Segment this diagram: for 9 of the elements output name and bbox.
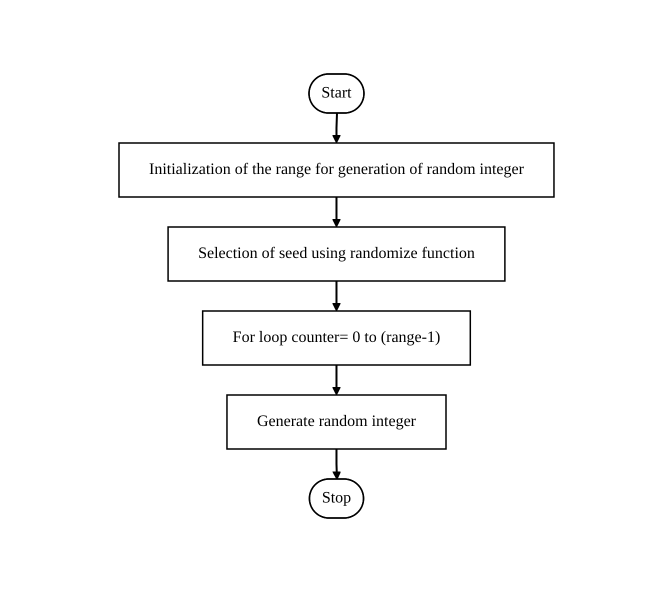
arrow <box>332 196 340 227</box>
arrow <box>332 448 341 480</box>
arrow <box>332 112 340 143</box>
node-box: Generate random integer <box>226 394 446 450</box>
arrow <box>332 364 340 395</box>
arrow <box>332 280 340 311</box>
node-box: Initialization of the range for generation of random integer <box>118 142 554 198</box>
node-box: For loop counter= 0 to (range-1) <box>201 310 471 366</box>
node-box: Selection of seed using randomize function <box>166 226 506 282</box>
